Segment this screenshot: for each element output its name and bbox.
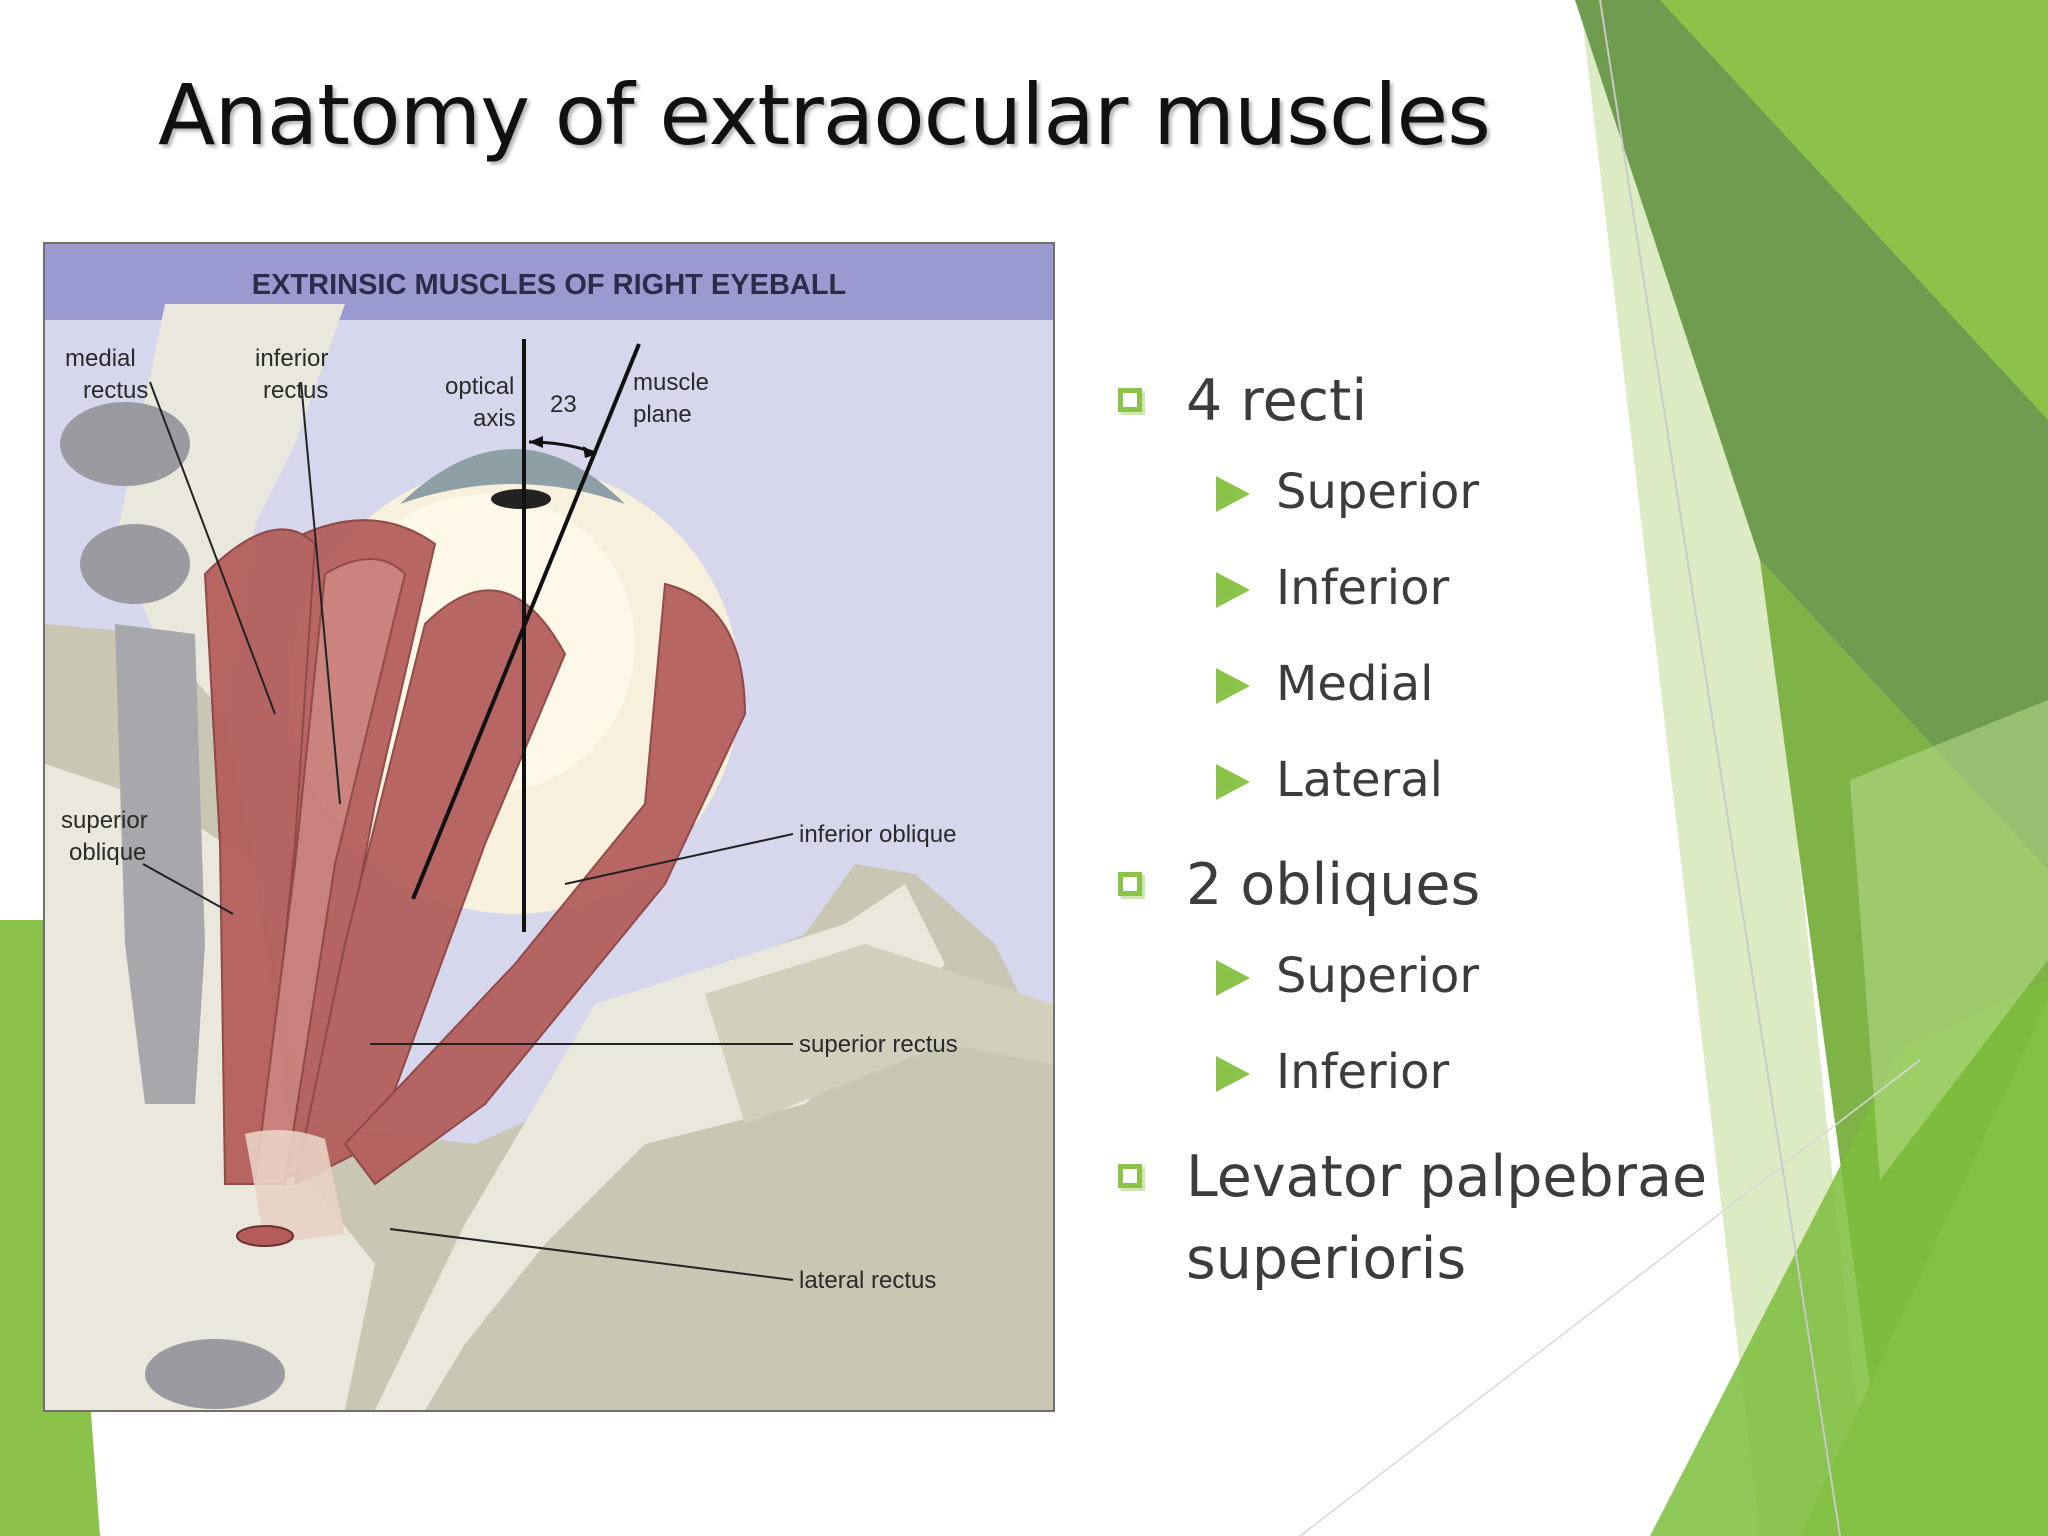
muscle-plane-line [411,343,641,900]
sub-bullet-item: Inferior [1110,1024,1730,1120]
triangle-bullet-icon [1216,960,1250,996]
label-lateral-rectus: lateral rectus [799,1267,936,1294]
sub-bullet-label: Lateral [1276,752,1443,808]
bullet-list: 4 recti Superior Inferior Medial Lateral… [1110,360,1730,1300]
label-optical-axis-2: axis [473,405,516,432]
bullet-label: 4 recti [1186,368,1368,434]
anatomy-figure: EXTRINSIC MUSCLES OF RIGHT EYEBALL [43,242,1055,1412]
label-superior-rectus: superior rectus [799,1031,958,1058]
label-muscle-plane-2: plane [633,401,692,428]
checkbox-square-icon [1118,1164,1142,1188]
sub-bullet-item: Superior [1110,444,1730,540]
checkbox-square-icon [1118,388,1142,412]
label-muscle-plane-1: muscle [633,369,709,396]
sub-bullet-item: Lateral [1110,732,1730,828]
sub-bullet-label: Inferior [1276,1044,1450,1100]
label-inferior-oblique: inferior oblique [799,821,956,848]
triangle-bullet-icon [1216,1056,1250,1092]
triangle-bullet-icon [1216,572,1250,608]
label-inferior-rectus-2: rectus [263,377,328,404]
label-medial-rectus-2: rectus [83,377,148,404]
label-optical-axis-1: optical [445,373,514,400]
sub-bullet-list: Superior Inferior [1110,928,1730,1120]
slide-title: Anatomy of extraocular muscles [158,66,1491,164]
sub-bullet-label: Superior [1276,948,1480,1004]
bullet-item: 4 recti [1110,360,1730,442]
triangle-bullet-icon [1216,668,1250,704]
triangle-bullet-icon [1216,476,1250,512]
leader-lines [142,381,794,1281]
muscle-group [203,519,747,1186]
bullet-item: 2 obliques [1110,844,1730,926]
figure-header: EXTRINSIC MUSCLES OF RIGHT EYEBALL [252,269,847,301]
sub-bullet-list: Superior Inferior Medial Lateral [1110,444,1730,828]
bullet-item: Levator palpebrae superioris [1110,1136,1730,1300]
bullet-label: Levator palpebrae superioris [1186,1144,1708,1292]
label-medial-rectus-1: medial [65,345,136,372]
cornea-shape [400,449,625,504]
sub-bullet-item: Superior [1110,928,1730,1024]
sub-bullet-label: Medial [1276,656,1434,712]
sub-bullet-item: Medial [1110,636,1730,732]
extrinsic-muscles-diagram: EXTRINSIC MUSCLES OF RIGHT EYEBALL [45,244,1053,1410]
triangle-bullet-icon [1216,764,1250,800]
label-angle: 23 [550,391,577,418]
sub-bullet-item: Inferior [1110,540,1730,636]
bullet-label: 2 obliques [1186,852,1481,918]
label-superior-oblique-2: oblique [69,839,146,866]
sub-bullet-label: Superior [1276,464,1480,520]
checkbox-square-icon [1118,872,1142,896]
label-superior-oblique-1: superior [61,807,148,834]
label-inferior-rectus-1: inferior [255,345,328,372]
sub-bullet-label: Inferior [1276,560,1450,616]
